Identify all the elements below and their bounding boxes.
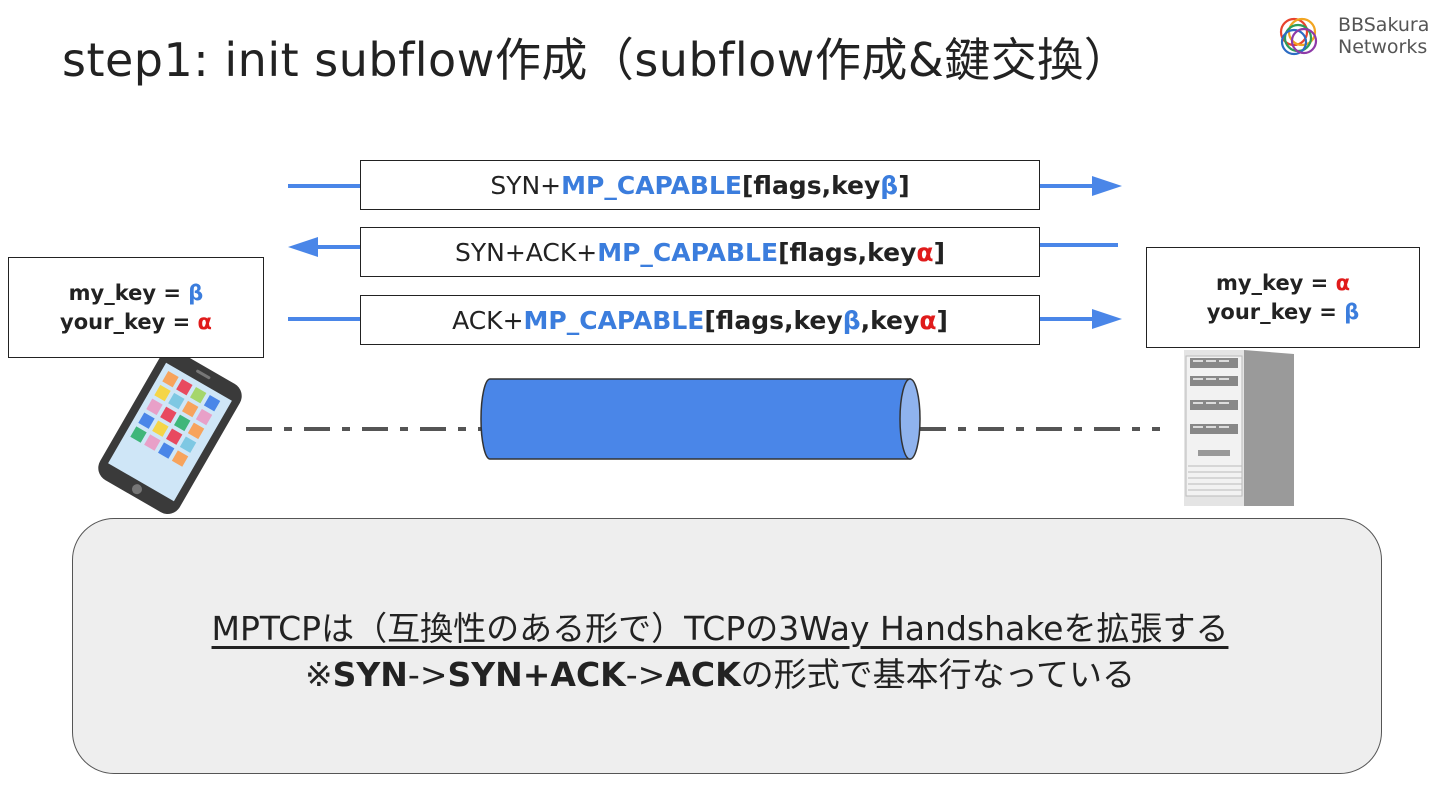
key-label: your_key = — [1206, 299, 1345, 324]
summary-line-1: MPTCPは（互換性のある形で）TCPの3Way Handshakeを拡張する — [211, 609, 1229, 648]
logo-line1: BBSakura — [1338, 14, 1430, 36]
note-mark: ※ — [304, 655, 333, 694]
msg-prefix: SYN+ — [490, 170, 562, 200]
note-suffix: の形式で基本行なっている — [740, 655, 1136, 694]
logo-line2: Networks — [1338, 36, 1428, 58]
client-my-key: my_key = β — [69, 279, 204, 308]
server-icon — [1184, 350, 1294, 506]
server-my-key: my_key = α — [1216, 269, 1350, 298]
note-syn: SYN — [332, 655, 408, 694]
msg-proto: MP_CAPABLE — [597, 237, 779, 267]
key-label: my_key = — [68, 280, 189, 305]
arrowhead-left-icon — [288, 237, 318, 257]
logo-text: BBSakura Networks — [1338, 14, 1429, 58]
key-label: your_key = — [60, 309, 198, 334]
msg-close: ] — [898, 170, 910, 200]
server-your-key: your_key = β — [1207, 298, 1360, 327]
client-your-key: your_key = α — [60, 308, 212, 337]
msg-key-beta: β — [842, 305, 861, 335]
note-ack: ACK — [665, 655, 741, 694]
key-value-beta: β — [188, 280, 204, 305]
server-keys-box: my_key = α your_key = β — [1146, 247, 1420, 348]
msg-close: ] — [936, 305, 948, 335]
smartphone-icon — [98, 350, 242, 514]
msg-key-alpha: α — [916, 237, 934, 267]
key-value-alpha: α — [197, 309, 212, 334]
note-arrow: -> — [407, 655, 448, 694]
msg-key-beta: β — [880, 170, 899, 200]
key-value-beta: β — [1344, 299, 1360, 324]
key-value-alpha: α — [1335, 270, 1351, 295]
msg-key-alpha: α — [919, 305, 937, 335]
arrowhead-right-icon — [1092, 176, 1122, 196]
msg-open: [flags,key — [778, 237, 917, 267]
note-syn-ack: SYN+ACK — [447, 655, 626, 694]
slide-title: step1: init subflow作成（subflow作成&鍵交換） — [62, 33, 1131, 87]
subflow-tunnel-icon — [480, 378, 921, 460]
msg-proto: MP_CAPABLE — [561, 170, 742, 200]
key-label: my_key = — [1215, 270, 1336, 295]
msg-prefix: ACK+ — [452, 305, 524, 335]
msg-proto: MP_CAPABLE — [523, 305, 705, 335]
bbsakura-logo-icon — [1279, 17, 1318, 56]
msg-mid: ,key — [860, 305, 920, 335]
arrowhead-right-icon — [1092, 309, 1122, 329]
summary-line-2: ※SYN->SYN+ACK->ACKの形式で基本行なっている — [0, 648, 1440, 696]
msg-open: [flags,key — [741, 170, 881, 200]
summary-note-box — [72, 518, 1382, 774]
msg-close: ] — [933, 237, 946, 267]
msg-prefix: SYN+ACK+ — [454, 237, 598, 267]
client-keys-box: my_key = β your_key = α — [8, 257, 264, 358]
note-arrow: -> — [625, 655, 666, 694]
msg-open: [flags,key — [704, 305, 843, 335]
